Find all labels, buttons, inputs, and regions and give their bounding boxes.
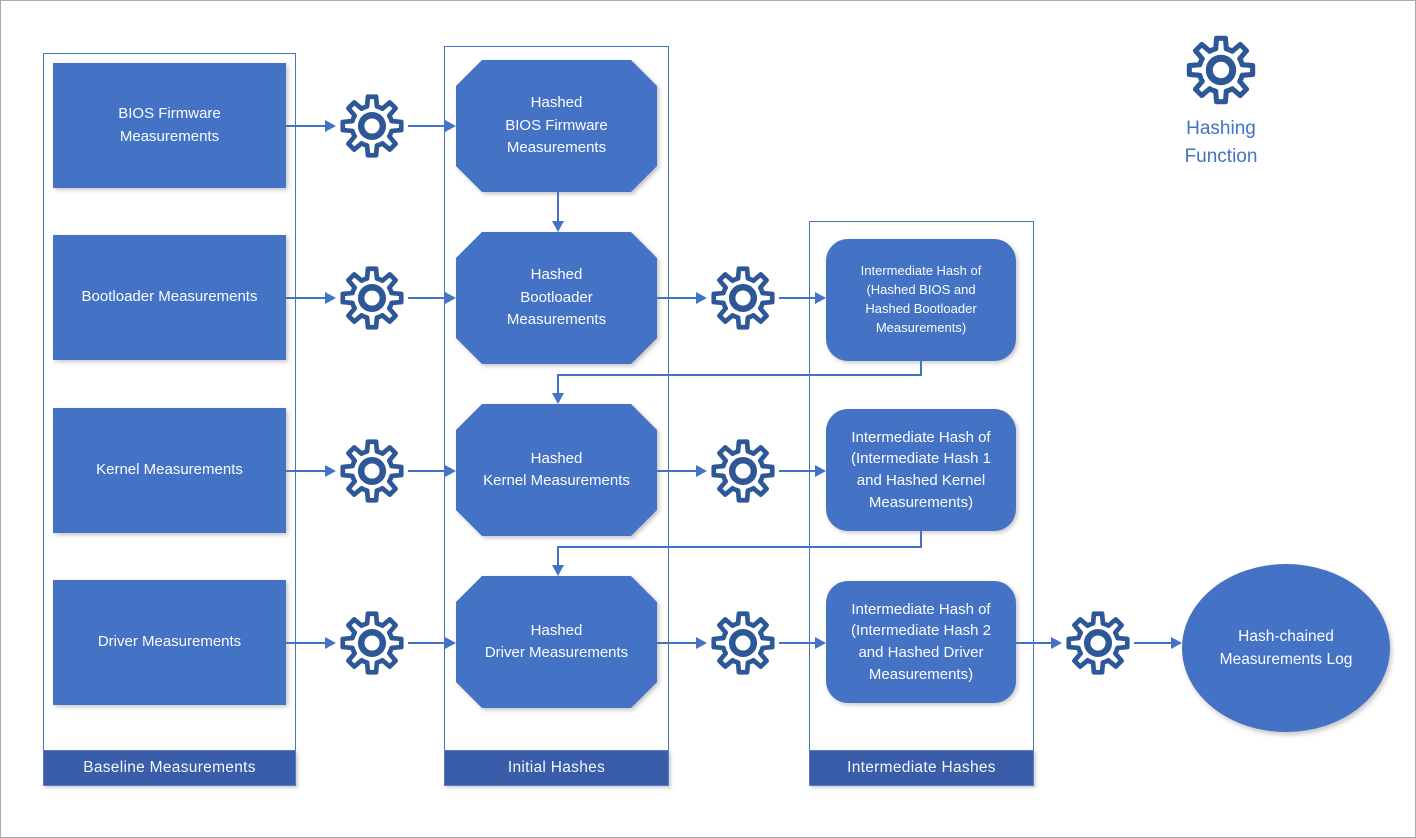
arrow-icon <box>696 465 707 477</box>
connector-line <box>557 192 559 221</box>
node-hashed-driver-measurements: Hashed Driver Measurements <box>456 576 657 708</box>
hashing-function-gear-icon <box>336 435 408 507</box>
arrow-icon <box>325 465 336 477</box>
node-driver-measurements: Driver Measurements <box>53 580 286 705</box>
connector-line <box>286 297 325 299</box>
octagon-shape: Hashed Kernel Measurements <box>456 404 657 536</box>
arrow-icon <box>815 292 826 304</box>
connector-line <box>779 642 815 644</box>
connector-line <box>657 642 696 644</box>
connector-line <box>1016 642 1051 644</box>
connector-line <box>920 361 922 376</box>
connector-line <box>286 642 325 644</box>
connector-line <box>408 642 445 644</box>
arrow-icon <box>325 637 336 649</box>
connector-line <box>557 546 559 565</box>
node-intermediate-hash-1: Intermediate Hash of (Hashed BIOS and Ha… <box>826 239 1016 361</box>
arrow-icon <box>445 120 456 132</box>
node-intermediate-hash-3: Intermediate Hash of (Intermediate Hash … <box>826 581 1016 703</box>
arrow-icon <box>552 393 564 404</box>
octagon-shape: Hashed Bootloader Measurements <box>456 232 657 364</box>
connector-line <box>286 125 325 127</box>
connector-line <box>558 374 922 376</box>
hashing-function-gear-icon <box>336 262 408 334</box>
node-intermediate-hash-2: Intermediate Hash of (Intermediate Hash … <box>826 409 1016 531</box>
node-label: Bootloader Measurements <box>81 288 258 306</box>
connector-line <box>286 470 325 472</box>
arrow-icon <box>445 637 456 649</box>
connector-line <box>779 297 815 299</box>
group-footer-baseline-measurements: Baseline Measurements <box>43 750 296 786</box>
arrow-icon <box>445 465 456 477</box>
node-hashed-kernel-measurements: Hashed Kernel Measurements <box>456 404 657 536</box>
node-label: Driver Measurements <box>97 633 242 651</box>
connector-line <box>657 297 696 299</box>
connector-line <box>408 125 445 127</box>
node-kernel-measurements: Kernel Measurements <box>53 408 286 533</box>
node-hashed-bootloader-measurements: Hashed Bootloader Measurements <box>456 232 657 364</box>
connector-line <box>558 546 922 548</box>
group-footer-initial-hashes: Initial Hashes <box>444 750 669 786</box>
arrow-icon <box>325 120 336 132</box>
arrow-icon <box>696 292 707 304</box>
legend-label: Hashing Function <box>1184 118 1258 167</box>
hashing-function-gear-icon <box>336 90 408 162</box>
arrow-icon <box>696 637 707 649</box>
hashing-function-gear-icon <box>336 607 408 679</box>
connector-line <box>1134 642 1171 644</box>
legend-gear-icon <box>1182 31 1260 109</box>
octagon-shape: Hashed BIOS Firmware Measurements <box>456 60 657 192</box>
hashing-function-gear-icon <box>707 435 779 507</box>
connector-line <box>779 470 815 472</box>
arrow-icon <box>815 637 826 649</box>
connector-line <box>920 531 922 548</box>
connector-line <box>557 374 559 393</box>
arrow-icon <box>325 292 336 304</box>
arrow-icon <box>552 565 564 576</box>
node-bootloader-measurements: Bootloader Measurements <box>53 235 286 360</box>
node-hash-chained-measurements-log: Hash-chained Measurements Log <box>1182 564 1390 732</box>
node-hashed-bios-firmware-measurements: Hashed BIOS Firmware Measurements <box>456 60 657 192</box>
hashing-function-gear-icon <box>707 262 779 334</box>
node-bios-firmware-measurements: BIOS Firmware Measurements <box>53 63 286 188</box>
octagon-shape: Hashed Driver Measurements <box>456 576 657 708</box>
hashing-function-gear-icon <box>1062 607 1134 679</box>
arrow-icon <box>552 221 564 232</box>
group-footer-intermediate-hashes: Intermediate Hashes <box>809 750 1034 786</box>
node-label: BIOS Firmware Measurements <box>118 105 221 145</box>
arrow-icon <box>1171 637 1182 649</box>
connector-line <box>408 297 445 299</box>
node-label: Kernel Measurements <box>96 461 243 479</box>
hashing-function-gear-icon <box>707 607 779 679</box>
connector-line <box>657 470 696 472</box>
arrow-icon <box>1051 637 1062 649</box>
arrow-icon <box>815 465 826 477</box>
connector-line <box>408 470 445 472</box>
arrow-icon <box>445 292 456 304</box>
